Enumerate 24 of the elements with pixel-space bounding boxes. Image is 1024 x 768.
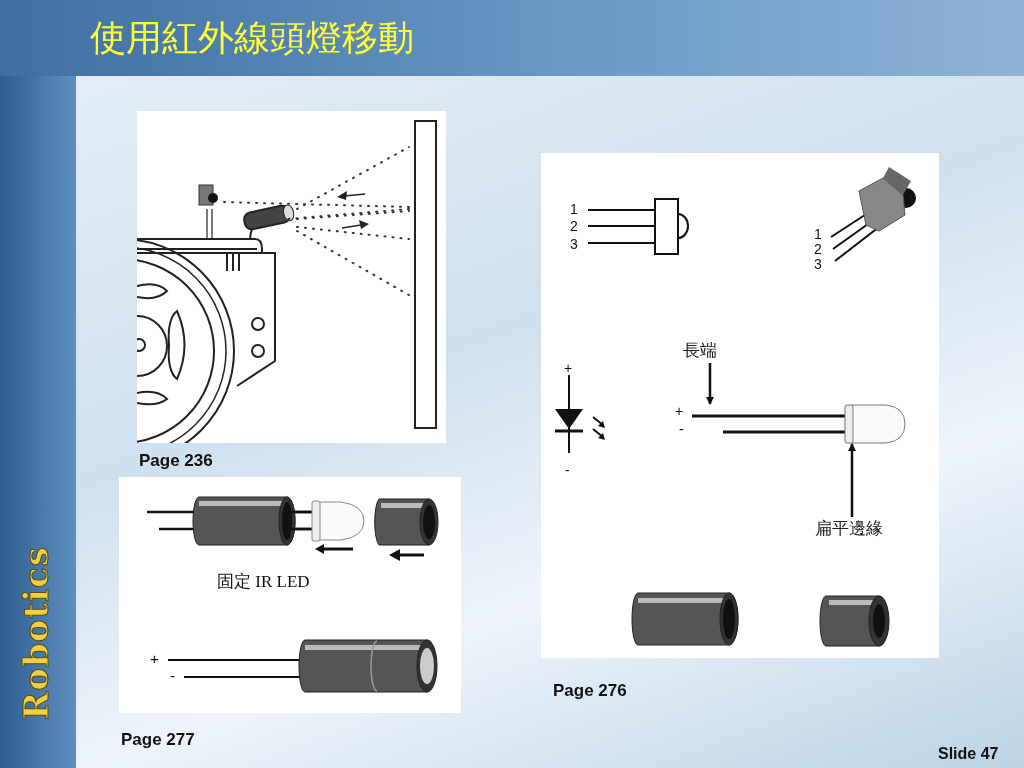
slide-number: Slide 47 xyxy=(938,745,999,763)
polarity-sign: + xyxy=(564,360,573,376)
slide-title: 使用紅外線頭燈移動 xyxy=(90,16,414,60)
leader-arrow xyxy=(706,363,714,405)
polarity-sign: + xyxy=(675,403,684,419)
pin-number: 3 xyxy=(814,256,822,272)
part-caption: 固定 IR LED xyxy=(217,571,310,593)
page-number: Page 236 xyxy=(139,451,213,471)
leader-arrow xyxy=(848,443,856,517)
callout-text: 長端 xyxy=(683,341,717,362)
polarity-sign: - xyxy=(565,462,570,478)
pin-number: 1 xyxy=(814,226,822,242)
page-number: Page 276 xyxy=(553,681,627,701)
pin-number: 2 xyxy=(814,241,822,257)
polarity-sign: - xyxy=(679,421,684,437)
polarity-sign: - xyxy=(170,667,175,684)
pin-number: 3 xyxy=(570,236,578,252)
led-drawing xyxy=(690,404,906,444)
side-title: Robotics xyxy=(16,546,56,720)
pin-number: 2 xyxy=(570,218,578,234)
page-number: Page 277 xyxy=(121,730,195,750)
pin-number: 1 xyxy=(570,201,578,217)
callout-text: 扁平邊緣 xyxy=(815,519,883,540)
polarity-sign: + xyxy=(150,650,159,667)
